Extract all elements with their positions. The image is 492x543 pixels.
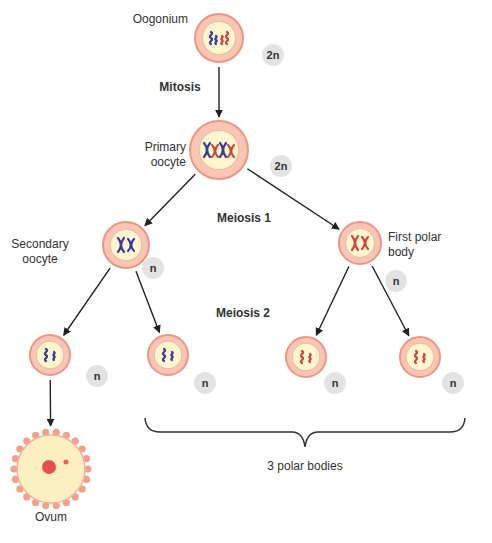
cell-outline — [194, 13, 244, 63]
cell: Oogonium2n — [194, 13, 244, 63]
cell-outline — [285, 336, 327, 378]
chromosome — [210, 32, 212, 44]
ploidy-badge: n — [86, 365, 108, 387]
arrow-connector — [372, 266, 409, 336]
arrow-connector — [316, 266, 349, 335]
cell-membrane — [195, 14, 243, 62]
cell-membrane — [148, 335, 188, 375]
group-label: 3 polar bodies — [245, 459, 365, 474]
ploidy-badge: 2n — [270, 155, 292, 177]
chromosome — [128, 239, 134, 251]
ovum-outline — [11, 429, 91, 509]
chromosome — [228, 145, 234, 157]
cell-name: Secondary oocyte — [2, 237, 78, 267]
ploidy-badge: n — [142, 257, 164, 279]
cell-membrane — [30, 335, 70, 375]
egg-cytoplasm — [17, 435, 85, 503]
stage-label: Meiosis 2 — [198, 306, 288, 321]
chromosome — [163, 349, 165, 361]
cell-outline — [338, 221, 382, 265]
ploidy-badge: n — [324, 372, 346, 394]
cell: n — [285, 336, 327, 378]
cell-membrane — [190, 121, 248, 179]
cell-membrane — [286, 337, 326, 377]
cell-outline — [399, 336, 441, 378]
chromosome — [415, 351, 417, 363]
arrow-connector — [50, 380, 52, 426]
cell-membrane — [339, 222, 381, 264]
cell-name: Primary oocyte — [122, 140, 186, 170]
cell-name: Oogonium — [104, 12, 188, 27]
nucleus — [406, 343, 434, 371]
chromosome — [221, 36, 222, 44]
cell: n — [399, 336, 441, 378]
egg-granule — [64, 460, 69, 465]
arrow-connector — [247, 169, 339, 230]
ploidy-badge: 2n — [262, 44, 284, 66]
nucleus — [199, 130, 239, 170]
chromosome — [53, 352, 54, 360]
cell-membrane — [103, 222, 149, 268]
cell-outline — [147, 334, 189, 376]
arrow-connector — [136, 271, 159, 332]
nucleus — [154, 341, 182, 369]
chromosome — [45, 349, 47, 361]
ploidy-badge: n — [442, 372, 464, 394]
cell-outline — [29, 334, 71, 376]
nucleus — [36, 341, 64, 369]
chromosome — [423, 354, 424, 362]
nucleus — [345, 228, 374, 257]
arrow-connector — [145, 174, 195, 225]
ploidy-badge: n — [194, 372, 216, 394]
chromosome — [204, 143, 210, 157]
cell-name: First polar body — [388, 230, 458, 260]
chromosome — [301, 351, 303, 363]
cell: n — [29, 334, 71, 376]
chromosome — [118, 238, 124, 252]
nucleus — [292, 343, 320, 371]
cell: Primary oocyte2n — [189, 120, 249, 180]
ovum-cell: Ovum — [11, 429, 91, 509]
chromosome — [215, 36, 216, 44]
arrow-connector — [64, 268, 110, 335]
nucleus — [110, 229, 142, 261]
cell: n — [147, 334, 189, 376]
cell: First polar bodyn — [338, 221, 382, 265]
cell: Secondary oocyten — [102, 221, 150, 269]
chromosome — [352, 236, 358, 250]
chromosome — [220, 143, 226, 157]
ploidy-badge: n — [385, 270, 407, 292]
cell-name: Ovum — [11, 510, 91, 525]
cell-membrane — [400, 337, 440, 377]
stage-label: Meiosis 1 — [199, 211, 289, 226]
chromosome — [362, 237, 368, 249]
chromosome — [309, 354, 310, 362]
process-label: Mitosis — [150, 80, 210, 95]
cell-outline — [189, 120, 249, 180]
chromosome — [171, 352, 172, 360]
egg-nucleus — [42, 460, 56, 474]
curly-bracket — [145, 418, 465, 447]
nucleus — [203, 22, 236, 55]
chromosome — [212, 145, 218, 157]
chromosome — [226, 32, 228, 44]
arrow-connector — [218, 67, 219, 117]
